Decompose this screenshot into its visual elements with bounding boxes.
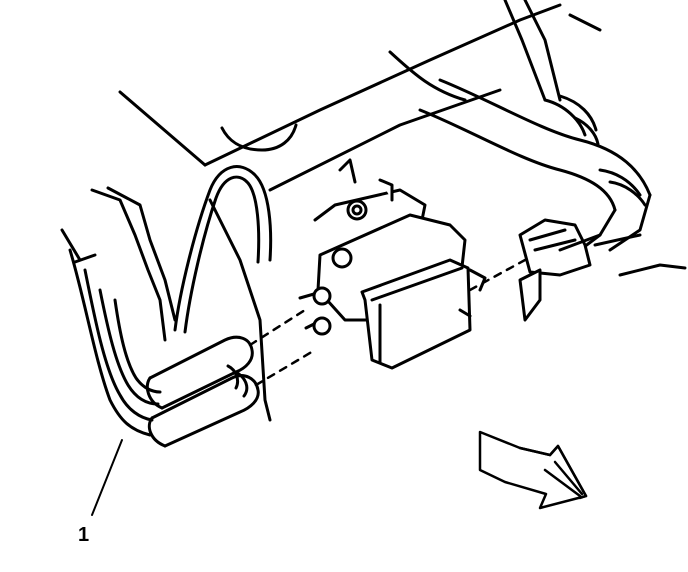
solenoid-valve [298, 158, 487, 370]
left-hose-bundle [60, 186, 177, 437]
callout-label-1: 1 [78, 524, 90, 546]
connection-dashes [248, 258, 527, 387]
direction-arrow-icon [478, 430, 588, 510]
engine-body-outline [118, 0, 687, 422]
callout-leader-line [91, 439, 123, 516]
electrical-connector [518, 218, 602, 322]
hose-sleeves [145, 335, 260, 448]
upper-hose [418, 78, 652, 252]
metal-tube [173, 165, 273, 334]
